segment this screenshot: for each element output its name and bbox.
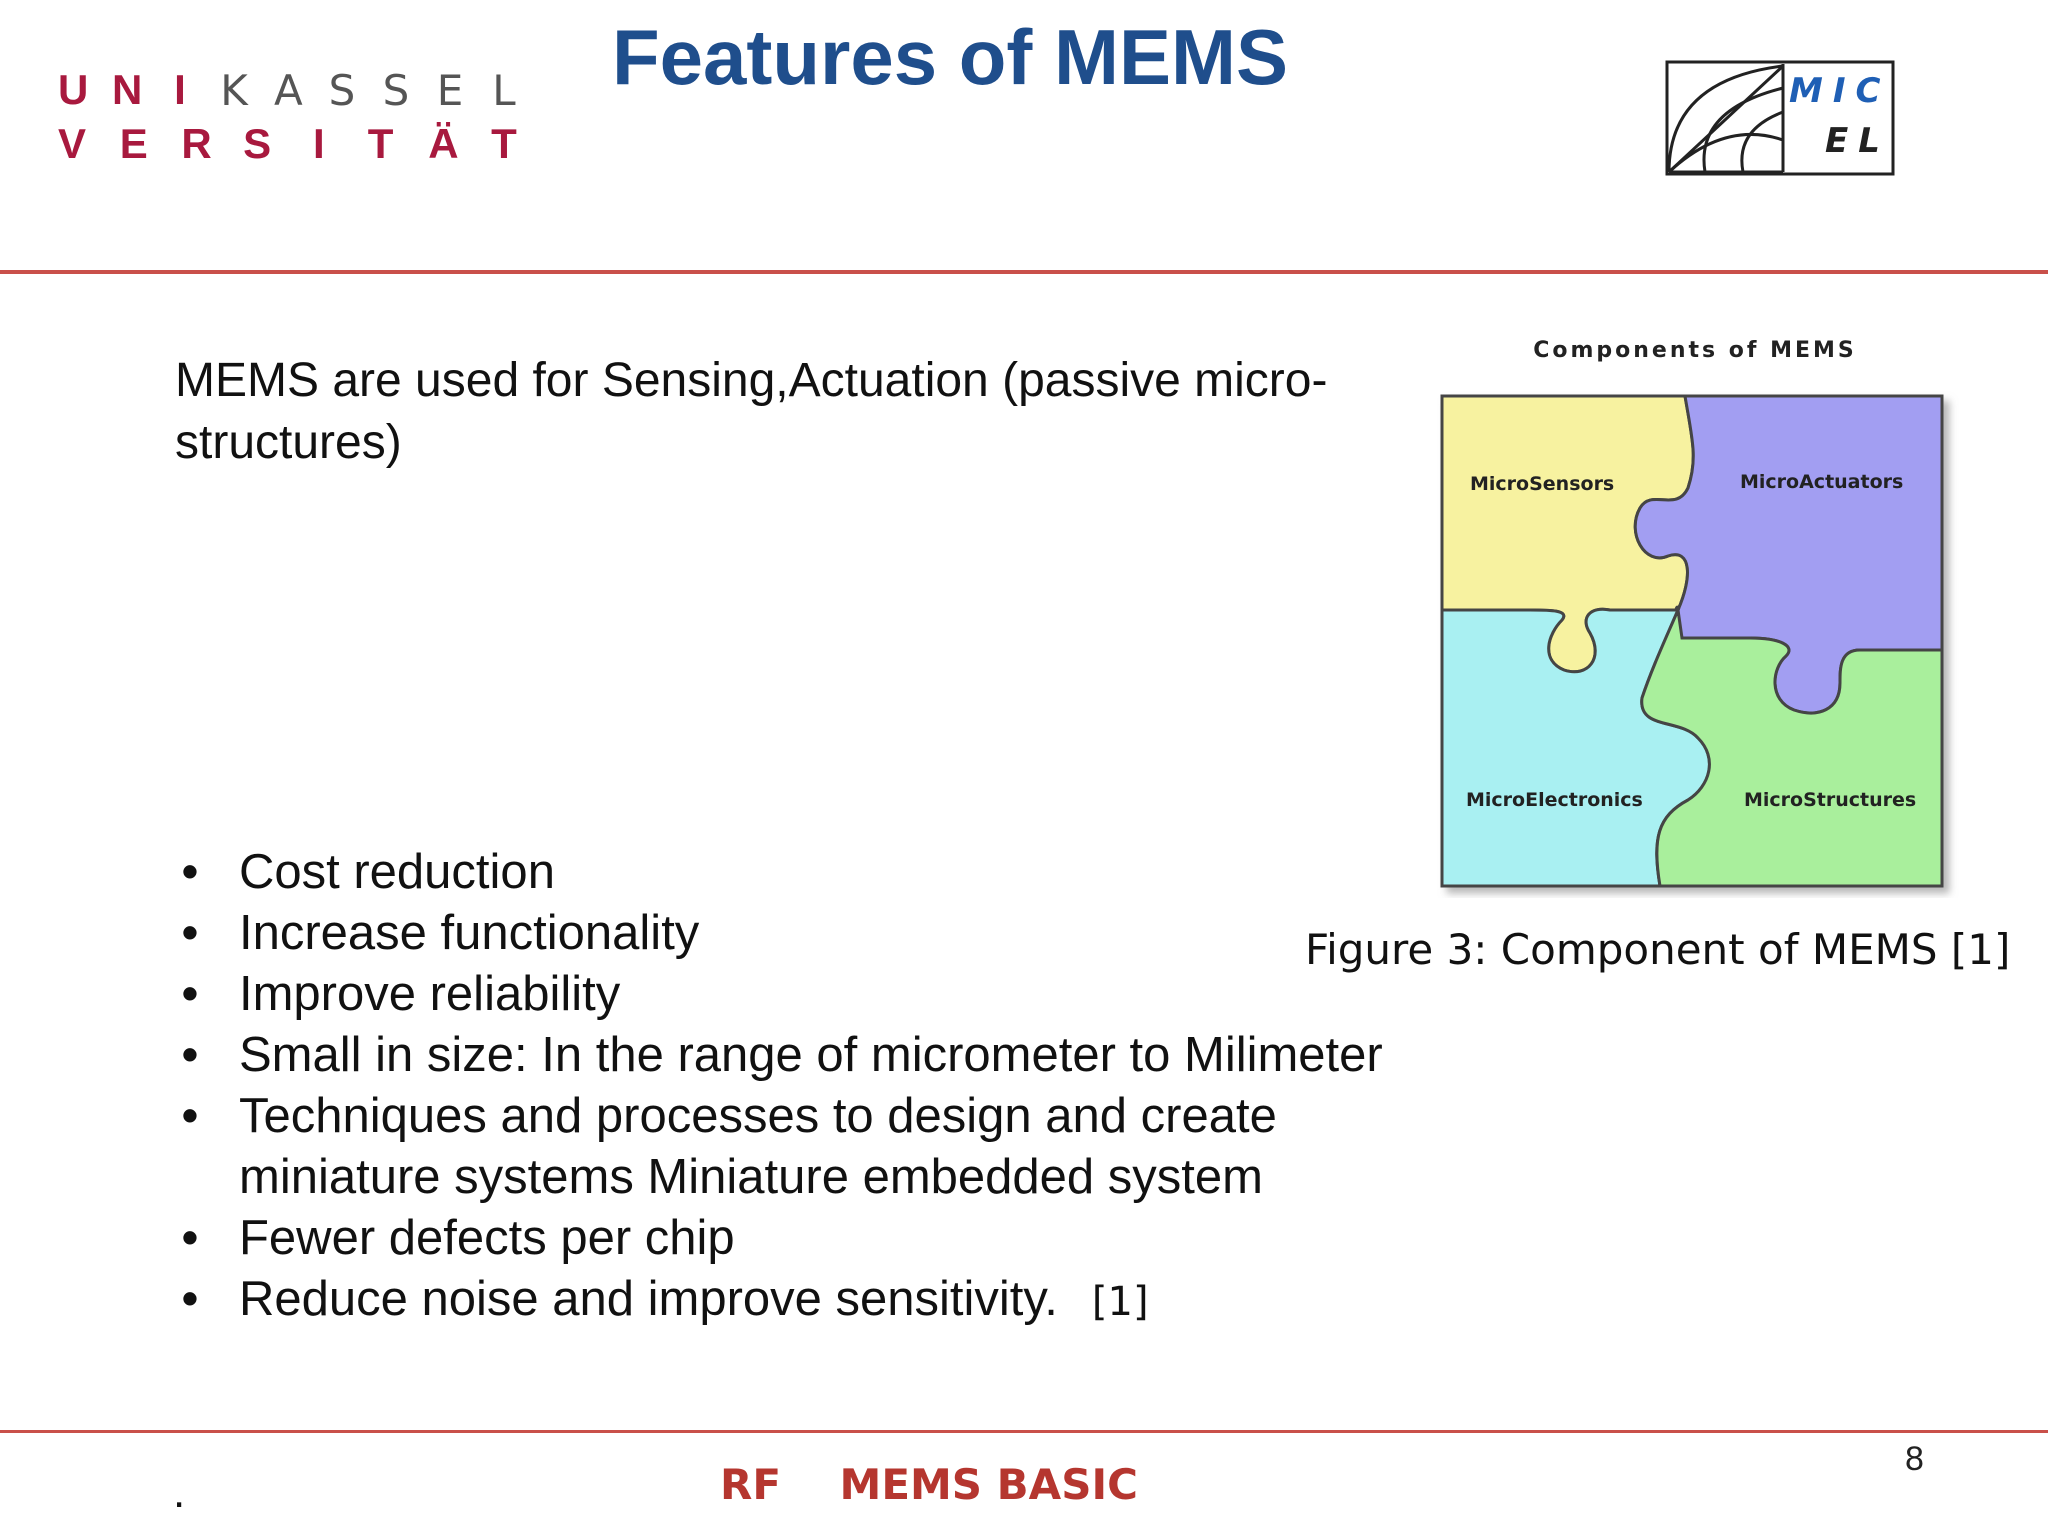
list-item: • Techniques and processes to design and … bbox=[175, 1086, 1475, 1208]
uni-letter: K bbox=[220, 66, 248, 115]
list-item: • Increase functionality bbox=[175, 903, 1475, 964]
list-item: • Small in size: In the range of micromet… bbox=[175, 1025, 1475, 1086]
puzzle-diagram: MicroSensors MicroActuators MicroElectro… bbox=[1440, 394, 1944, 888]
slide-title: Features of MEMS bbox=[611, 13, 1289, 101]
uni-letter: S bbox=[328, 66, 356, 115]
bullet-dot: • bbox=[181, 1272, 199, 1326]
micel-logo-line1: MIC bbox=[1789, 71, 1890, 111]
bullet-dot: • bbox=[181, 1089, 199, 1143]
list-item: • Reduce noise and improve sensitivity. [1… bbox=[175, 1269, 1475, 1333]
list-item-text: Increase functionality bbox=[239, 906, 700, 960]
list-item-text: Small in size: In the range of micromete… bbox=[239, 1028, 1383, 1082]
bullet-dot: • bbox=[181, 845, 199, 899]
page-number: 8 bbox=[1905, 1440, 1924, 1478]
uni-letter: U bbox=[58, 66, 89, 113]
footer-dot: . bbox=[173, 1468, 186, 1517]
uni-letter: S bbox=[243, 120, 272, 167]
uni-letter: I bbox=[174, 66, 186, 113]
list-item: • Improve reliability bbox=[175, 964, 1475, 1025]
mems-components-figure: Components of MEMS MicroSensors MicroAct… bbox=[1430, 338, 1960, 898]
list-item-text: Fewer defects per chip bbox=[239, 1211, 735, 1265]
uni-letter: L bbox=[492, 66, 516, 115]
uni-letter: V bbox=[58, 120, 87, 167]
uni-letter: A bbox=[274, 66, 303, 115]
header-divider bbox=[0, 270, 2048, 274]
feature-list: •Cost reduction •Increase functionality … bbox=[175, 842, 1475, 1333]
piece-label-microactuators: MicroActuators bbox=[1740, 471, 1903, 493]
figure-title: Components of MEMS bbox=[1533, 338, 1857, 363]
uni-letter: N bbox=[112, 66, 143, 113]
university-logo: U N I K A S S E L V E R S I T Ä T bbox=[58, 58, 528, 203]
list-item-text: Cost reduction bbox=[239, 845, 555, 899]
footer-title: RF MEMS BASIC bbox=[720, 1460, 1138, 1509]
uni-letter: R bbox=[181, 120, 212, 167]
figure-caption: Figure 3: Component of MEMS [1] bbox=[1305, 925, 2011, 974]
uni-letter: T bbox=[491, 120, 517, 167]
footer-divider bbox=[0, 1430, 2048, 1433]
bullet-dot: • bbox=[181, 1028, 199, 1082]
list-item: • Fewer defects per chip bbox=[175, 1208, 1475, 1269]
uni-letter: S bbox=[382, 66, 410, 115]
uni-letter: Ä bbox=[428, 120, 459, 167]
piece-label-microstructures: MicroStructures bbox=[1744, 789, 1916, 811]
bullet-dot: • bbox=[181, 1211, 199, 1265]
piece-label-microelectronics: MicroElectronics bbox=[1466, 789, 1643, 811]
citation: [1] bbox=[1091, 1279, 1149, 1325]
bullet-dot: • bbox=[181, 906, 199, 960]
university-logo-row-2: V E R S I T Ä T bbox=[58, 120, 518, 168]
uni-letter: E bbox=[119, 120, 148, 167]
list-item: • Cost reduction bbox=[175, 842, 1475, 903]
bullet-dot: • bbox=[181, 967, 199, 1021]
intro-text: MEMS are used for Sensing,Actuation (pas… bbox=[175, 354, 1328, 469]
piece-label-microsensors: MicroSensors bbox=[1470, 473, 1614, 495]
university-logo-row-1: U N I K A S S E L bbox=[58, 66, 518, 115]
micel-logo: MIC EL bbox=[1665, 60, 1895, 176]
micel-logo-line2: EL bbox=[1825, 121, 1890, 161]
list-item-text: Improve reliability bbox=[239, 967, 621, 1021]
puzzle-piece-microstructures bbox=[1640, 604, 1944, 888]
list-item-text: Techniques and processes to design and c… bbox=[239, 1089, 1277, 1204]
uni-letter: E bbox=[436, 66, 464, 115]
uni-letter: I bbox=[312, 120, 325, 167]
uni-letter: T bbox=[367, 120, 394, 167]
list-item-text: Reduce noise and improve sensitivity. bbox=[239, 1272, 1058, 1326]
